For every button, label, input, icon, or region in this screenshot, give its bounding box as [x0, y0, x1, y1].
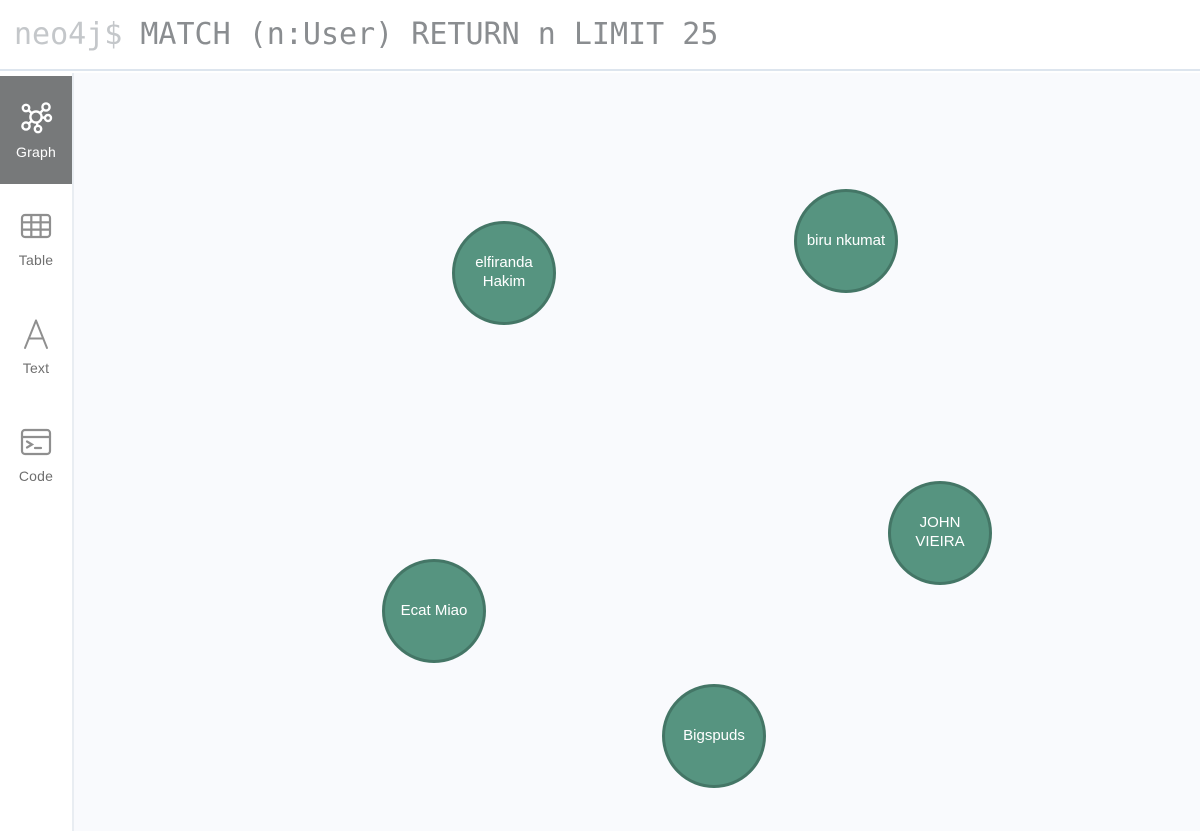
text-icon — [19, 317, 53, 351]
tab-table[interactable]: Table — [0, 184, 72, 292]
graph-node-elfiranda-hakim[interactable]: elfiranda Hakim — [452, 221, 556, 325]
tab-graph[interactable]: Graph — [0, 76, 72, 184]
tab-text[interactable]: Text — [0, 292, 72, 400]
tab-table-label: Table — [18, 251, 54, 268]
graph-node-biru-nkumat[interactable]: biru nkumat — [794, 189, 898, 293]
query-text: MATCH (n:User) RETURN n LIMIT 25 — [140, 17, 719, 52]
tab-code-label: Code — [18, 467, 54, 484]
editor-prompt: neo4j$ — [14, 17, 123, 52]
code-icon — [19, 425, 53, 459]
query-editor[interactable]: neo4j$ MATCH (n:User) RETURN n LIMIT 25 — [0, 0, 1200, 71]
node-label: JOHN VIEIRA — [915, 514, 965, 550]
graph-node-bigspuds[interactable]: Bigspuds — [662, 684, 766, 788]
graph-icon — [19, 101, 53, 135]
node-label: elfiranda Hakim — [475, 254, 533, 290]
graph-node-john-vieira[interactable]: JOHN VIEIRA — [888, 481, 992, 585]
graph-node-ecat-miao[interactable]: Ecat Miao — [382, 559, 486, 663]
node-label: biru nkumat — [806, 231, 886, 249]
tab-code[interactable]: Code — [0, 400, 72, 508]
node-label: Bigspuds — [683, 726, 745, 744]
node-label: Ecat Miao — [400, 601, 468, 619]
tab-graph-label: Graph — [16, 143, 56, 160]
graph-canvas[interactable]: elfiranda Hakim biru nkumat JOHN VIEIRA … — [74, 73, 1200, 831]
tab-text-label: Text — [22, 359, 50, 376]
table-icon — [19, 209, 53, 243]
result-view-sidebar: Graph Table — [0, 73, 74, 831]
